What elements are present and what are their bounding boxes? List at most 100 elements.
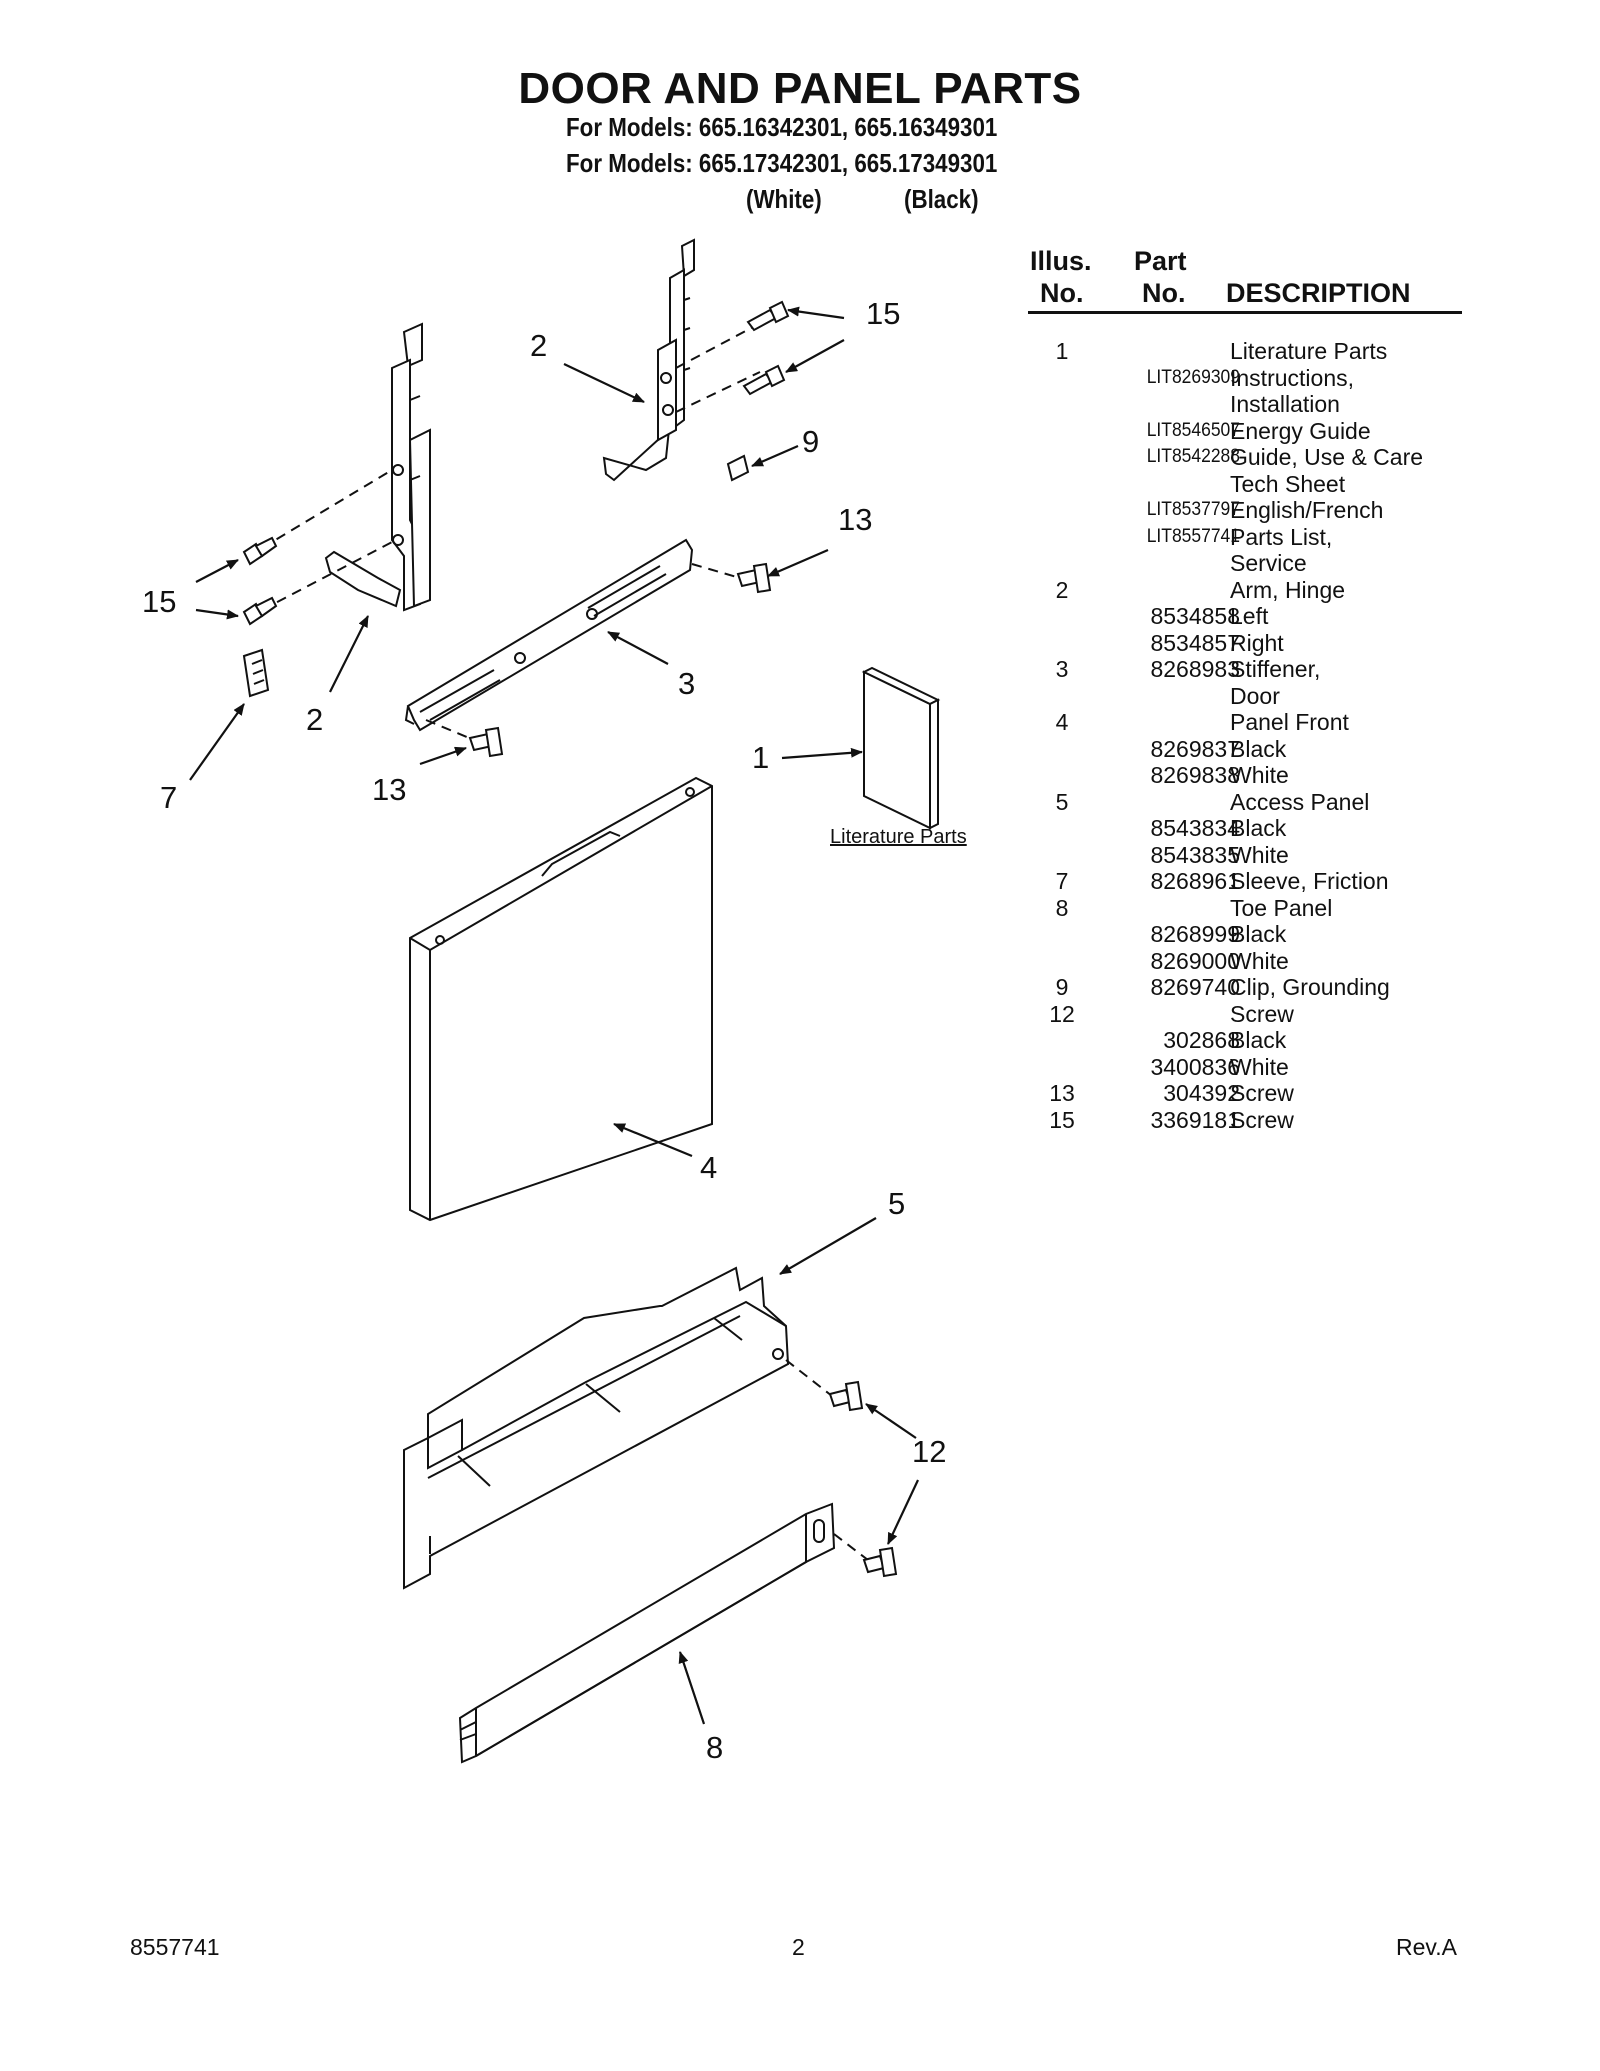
callout-9: 9 <box>802 424 820 459</box>
description-cell: Sleeve, Friction <box>1230 868 1389 894</box>
footer-revision: Rev.A <box>1396 1934 1457 1960</box>
part-number-cell: 8534857 <box>1150 629 1240 656</box>
callout-2-bottom: 2 <box>306 702 324 737</box>
header-illus-no: No. <box>1040 278 1084 308</box>
header-description: DESCRIPTION <box>1226 278 1411 308</box>
screw-12-bottom <box>862 1546 898 1578</box>
callout-12: 12 <box>912 1434 947 1469</box>
screw-15-top-1 <box>746 300 790 332</box>
door-stiffener <box>404 538 694 732</box>
arrow-15-top-1 <box>787 306 845 320</box>
description-cell: Right <box>1230 629 1284 656</box>
header-part-no: No. <box>1142 278 1186 308</box>
models-line-2: For Models: 665.17342301, 665.17349301 <box>566 148 998 178</box>
part-number-cell: LIT8546507 <box>1146 419 1240 441</box>
description-cell: Service <box>1230 550 1307 576</box>
header-part: Part <box>1134 246 1187 276</box>
hinge-arm-right <box>602 238 695 482</box>
part-number-cell: 8534858 <box>1150 603 1240 629</box>
arrow-15-left-2 <box>195 608 239 620</box>
description-cell: Literature Parts <box>1230 338 1388 364</box>
illus-cell: 5 <box>1055 788 1069 815</box>
callout-8: 8 <box>706 1730 724 1765</box>
description-cell: Clip, Grounding <box>1230 974 1390 1000</box>
toe-panel <box>458 1502 836 1764</box>
illus-cell: 13 <box>1049 1080 1075 1106</box>
part-number-cell: 8268999 <box>1150 921 1240 947</box>
literature-parts-book <box>861 666 941 830</box>
footer-doc-number: 8557741 <box>130 1934 220 1960</box>
arrow-9 <box>751 444 799 468</box>
description-cell: Door <box>1230 682 1280 709</box>
arrow-2-top <box>563 363 645 403</box>
illus-cell: 1 <box>1055 338 1069 364</box>
arrow-8 <box>678 1651 706 1725</box>
part-number-cell: 304392 <box>1163 1080 1240 1106</box>
description-cell: Guide, Use & Care <box>1230 444 1424 470</box>
arrow-4 <box>613 1122 693 1158</box>
description-cell: White <box>1230 762 1289 788</box>
arrow-15-top-2 <box>785 339 845 373</box>
part-number-cell: 8543834 <box>1150 815 1240 841</box>
screw-path-12-bottom <box>833 1533 869 1561</box>
screw-path-top-2 <box>675 371 761 413</box>
footer-page-number: 2 <box>792 1934 805 1960</box>
part-number-cell: LIT8542288 <box>1146 446 1240 467</box>
illus-cell: 12 <box>1049 1000 1075 1027</box>
description-cell: Left <box>1230 603 1269 629</box>
hinge-arm-left <box>324 322 431 612</box>
description-cell: Instructions, <box>1230 364 1354 391</box>
callout-15-top: 15 <box>866 296 901 331</box>
part-number-cell: 8268961 <box>1150 868 1240 894</box>
description-cell: Black <box>1230 1027 1287 1053</box>
callout-13-right: 13 <box>838 502 873 537</box>
description-cell: Parts List, <box>1230 523 1333 550</box>
description-cell: White <box>1230 947 1289 974</box>
callout-15-left: 15 <box>142 584 177 619</box>
arrow-13-right <box>767 548 829 578</box>
description-cell: Panel Front <box>1230 709 1349 735</box>
part-number-cell: LIT8537797 <box>1146 499 1240 520</box>
arrow-13-bottom <box>419 746 467 766</box>
table-row: 1 Literature Parts <box>1028 338 1508 364</box>
screw-path-left-2 <box>261 539 397 611</box>
callout-5: 5 <box>888 1186 906 1221</box>
description-cell: Screw <box>1230 1080 1294 1106</box>
screw-path-13-bottom <box>425 719 475 741</box>
callout-13-bottom: 13 <box>372 772 407 807</box>
description-cell: Black <box>1230 815 1287 841</box>
illus-cell: 4 <box>1055 709 1069 735</box>
grounding-clip <box>726 454 750 482</box>
description-cell: Screw <box>1230 1106 1294 1133</box>
arrow-5 <box>779 1217 877 1275</box>
models-line-1: For Models: 665.16342301, 665.16349301 <box>566 112 998 142</box>
arrow-12-bottom <box>887 1479 919 1545</box>
header-illus: Illus. <box>1030 246 1092 276</box>
part-number-cell: 8269838 <box>1150 762 1240 788</box>
callout-4: 4 <box>700 1150 718 1185</box>
description-cell: Stiffener, <box>1230 656 1321 682</box>
description-cell: Black <box>1230 921 1287 947</box>
table-row: Service <box>1028 550 1508 576</box>
screw-path-13-right <box>691 563 741 579</box>
description-cell: Toe Panel <box>1230 894 1333 921</box>
friction-sleeve <box>242 648 270 698</box>
description-cell: White <box>1230 841 1289 868</box>
